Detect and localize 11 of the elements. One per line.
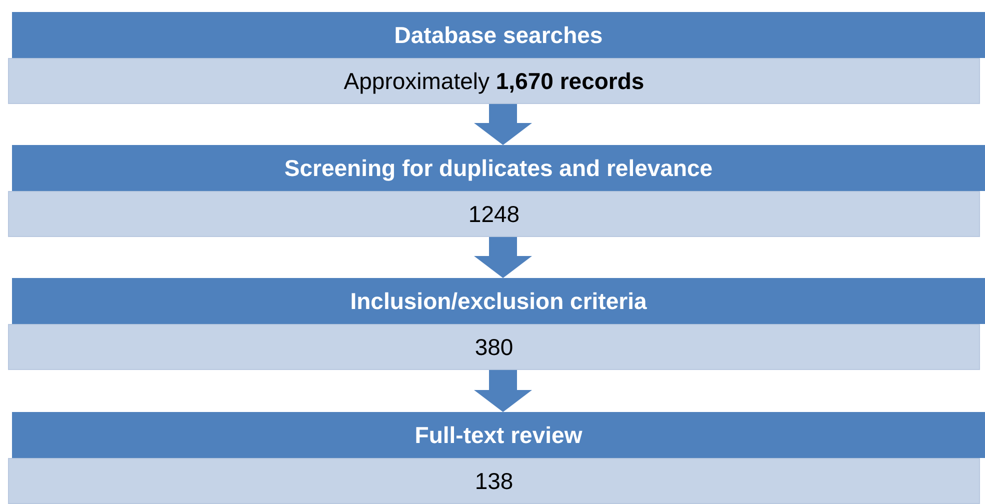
record-count-band: Approximately 1,670 records [8,58,980,104]
stage-heading: Database searches [12,12,985,58]
stage-heading: Inclusion/exclusion criteria [12,278,985,324]
arrow [474,237,532,278]
arrow [474,104,532,145]
arrow [474,370,532,412]
record-count-band: 1248 [8,191,980,237]
record-count-band: 138 [8,458,980,504]
stage-heading: Full-text review [12,412,985,458]
stage-heading: Screening for duplicates and relevance [12,145,985,191]
record-count-band: 380 [8,324,980,370]
